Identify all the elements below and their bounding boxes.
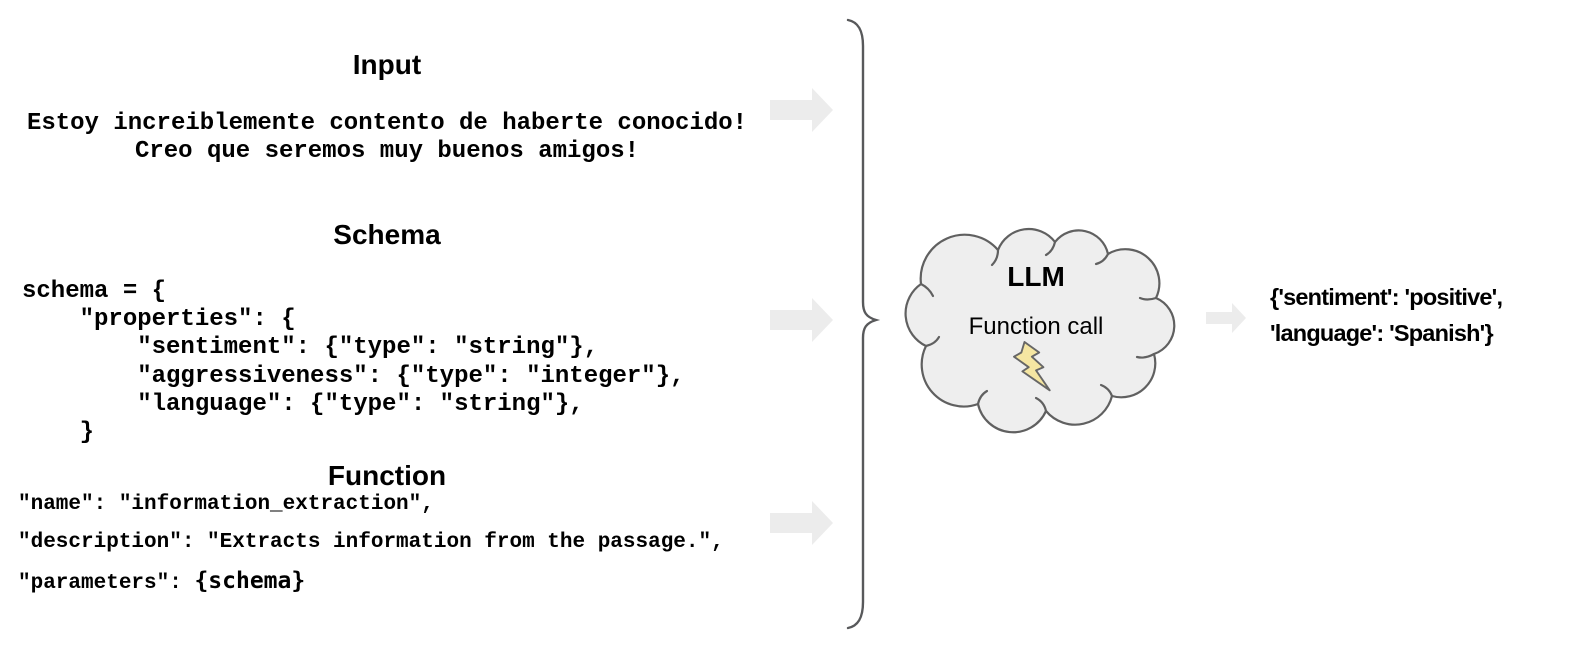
input-arrow-icon xyxy=(770,88,833,132)
function-parameters-schema-ref: {schema} xyxy=(194,568,306,594)
output-text: {'sentiment': 'positive', 'language': 'S… xyxy=(1270,284,1503,346)
function-code-line-name: "name": "information_extraction", xyxy=(18,493,434,516)
llm-title: LLM xyxy=(1007,261,1065,292)
schema-section-title: Schema xyxy=(333,219,441,250)
curly-brace xyxy=(846,18,881,630)
input-text: Estoy increiblemente contento de haberte… xyxy=(26,110,748,165)
schema-code: schema = { "properties": { "sentiment": … xyxy=(22,278,685,447)
llm-subtitle: Function call xyxy=(968,313,1104,340)
function-code-line-description: "description": "Extracts information fro… xyxy=(18,531,724,554)
lightning-bolt-icon xyxy=(1013,341,1051,392)
llm-cloud xyxy=(904,227,1176,434)
schema-arrow-icon xyxy=(770,298,833,342)
function-arrow-icon xyxy=(770,501,833,545)
output-arrow-icon xyxy=(1206,303,1246,333)
input-section-title: Input xyxy=(352,49,422,80)
function-section-title: Function xyxy=(327,460,447,491)
function-parameters-key: "parameters": xyxy=(18,572,195,595)
function-code-line-parameters: "parameters": {schema} xyxy=(18,568,305,597)
